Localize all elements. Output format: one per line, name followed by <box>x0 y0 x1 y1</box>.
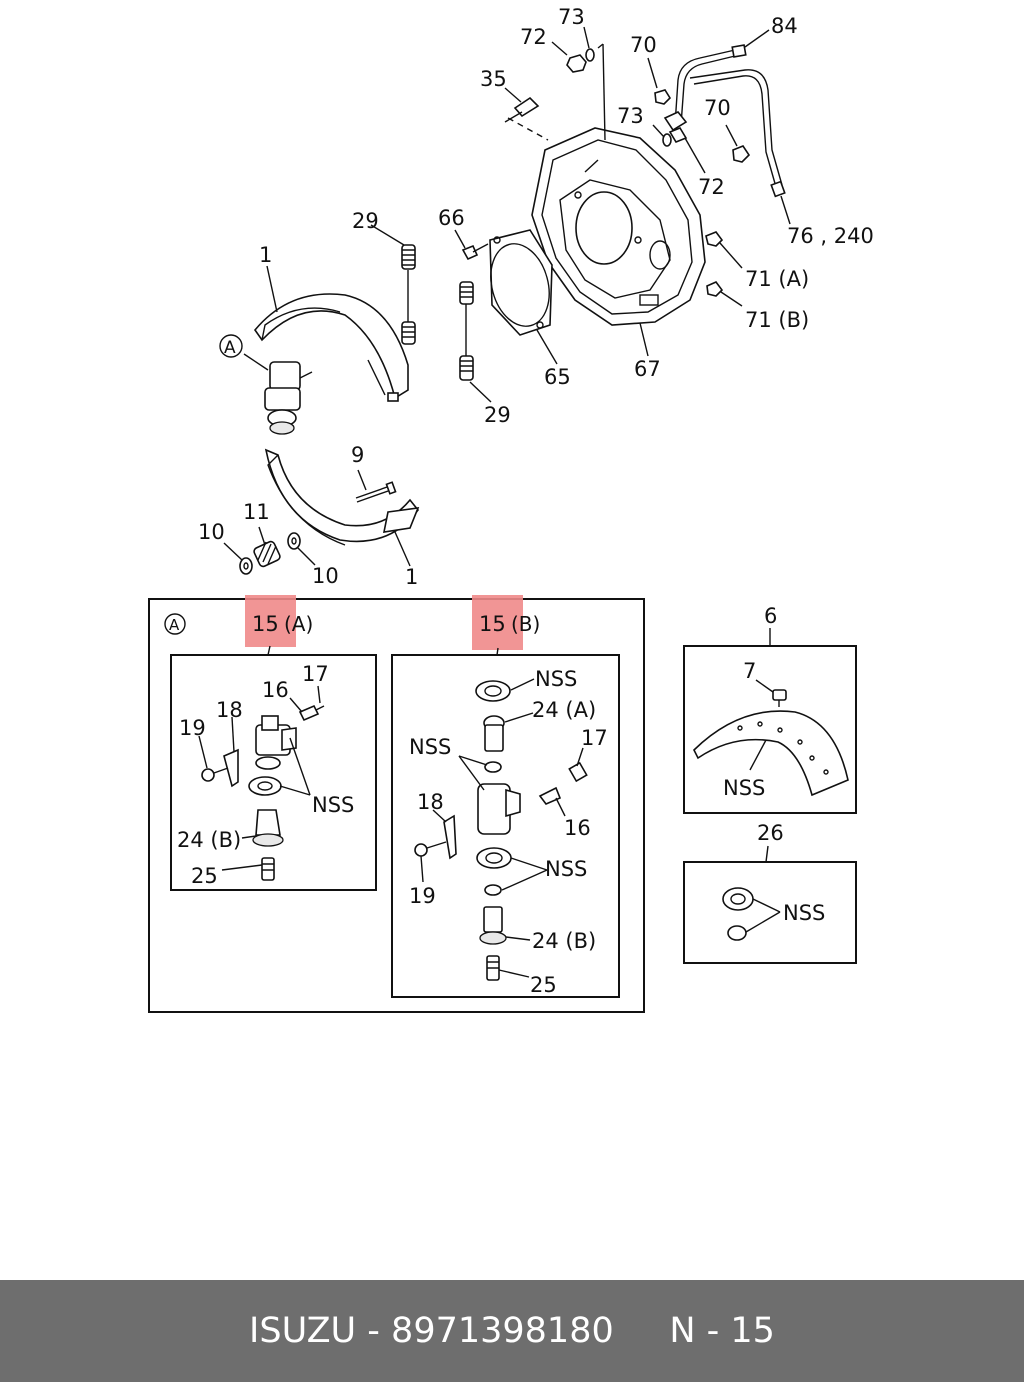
label-76-240: 76 , 240 <box>787 224 874 248</box>
highlight-15b <box>472 595 523 650</box>
label-15a-19: 19 <box>179 716 206 740</box>
seal-kit-box-26: 26 NSS <box>683 821 857 964</box>
label-15a-16: 16 <box>262 678 289 702</box>
label-15b-nss-top: NSS <box>535 667 577 691</box>
label-15a-24b: 24 (B) <box>177 828 241 852</box>
parts-diagram: 73 72 70 84 35 73 70 72 76 , 240 71 (A) … <box>148 5 874 1013</box>
label-10-left: 10 <box>198 520 225 544</box>
spring-11-washers-10 <box>239 532 301 575</box>
lining-box-6: 6 7 NSS <box>683 604 857 814</box>
label-71b: 71 (B) <box>745 308 809 332</box>
sub-box-15a <box>170 654 377 891</box>
label-65: 65 <box>544 365 571 389</box>
bolt-66 <box>461 243 489 261</box>
label-15b-nss-low: NSS <box>545 857 587 881</box>
label-67: 67 <box>634 357 661 381</box>
cylinder-15b-parts <box>414 680 588 981</box>
label-15b-24a: 24 (A) <box>532 698 596 722</box>
label-15a-suffix: (A) <box>284 612 313 636</box>
label-15b-24b: 24 (B) <box>532 929 596 953</box>
footer-bar: ISUZU - 8971398180 N - 15 <box>0 1280 1024 1382</box>
label-73-mid: 73 <box>617 104 644 128</box>
label-9: 9 <box>351 443 364 467</box>
part-number-caption: ISUZU - 8971398180 N - 15 <box>249 1311 775 1351</box>
label-15b-25: 25 <box>530 973 557 997</box>
label-10-right: 10 <box>312 564 339 588</box>
brake-pipe-84 <box>663 44 786 198</box>
label-15a-nss: NSS <box>312 793 354 817</box>
label-7: 7 <box>743 659 756 683</box>
wheel-cylinder-small <box>243 353 313 435</box>
label-1-top: 1 <box>259 243 272 267</box>
sub-box-15b <box>391 654 620 998</box>
part-labels-upper: 73 72 70 84 35 73 70 72 76 , 240 71 (A) … <box>198 5 874 589</box>
nuts-70-72-71 <box>654 89 751 297</box>
highlight-15a <box>245 595 296 647</box>
brake-shoe-upper <box>253 293 409 402</box>
detail-panel-a: A 15 (A) 17 <box>148 595 645 1013</box>
label-29-top: 29 <box>352 209 379 233</box>
backing-plate-67 <box>531 127 706 326</box>
leader-lines-upper <box>223 26 791 567</box>
nut-72-top <box>566 43 606 141</box>
label-70-mid: 70 <box>704 96 731 120</box>
label-1-bottom: 1 <box>405 565 418 589</box>
label-15a-number: 15 <box>252 612 279 636</box>
label-15b-number: 15 <box>479 612 506 636</box>
bolt-35 <box>504 96 549 141</box>
label-35: 35 <box>480 67 507 91</box>
panel-a-marker: A <box>169 616 180 634</box>
label-15b-17: 17 <box>581 726 608 750</box>
label-84: 84 <box>771 14 798 38</box>
label-15b-19: 19 <box>409 884 436 908</box>
label-72-mid: 72 <box>698 175 725 199</box>
label-29-bottom: 29 <box>484 403 511 427</box>
label-11: 11 <box>243 500 270 524</box>
label-15b-18: 18 <box>417 790 444 814</box>
label-71a: 71 (A) <box>745 267 809 291</box>
label-6: 6 <box>764 604 777 628</box>
label-15a-18: 18 <box>216 698 243 722</box>
label-15b-16: 16 <box>564 816 591 840</box>
brake-shoe-lower <box>264 448 420 546</box>
label-15b-suffix: (B) <box>511 612 540 636</box>
pin-9 <box>355 481 397 503</box>
label-15b-nss-mid: NSS <box>409 735 451 759</box>
spring-29-upper <box>401 244 416 345</box>
label-73-top: 73 <box>558 5 585 29</box>
gasket-65 <box>489 229 553 336</box>
label-6-nss: NSS <box>723 776 765 800</box>
label-15a-17: 17 <box>302 662 329 686</box>
marker-a-circle <box>219 334 243 358</box>
label-26-nss: NSS <box>783 901 825 925</box>
label-66: 66 <box>438 206 465 230</box>
label-15a-25: 25 <box>191 864 218 888</box>
label-26: 26 <box>757 821 784 845</box>
spring-29-lower <box>459 281 474 381</box>
marker-a-text: A <box>224 338 236 358</box>
label-72-top: 72 <box>520 25 547 49</box>
label-70-top: 70 <box>630 33 657 57</box>
